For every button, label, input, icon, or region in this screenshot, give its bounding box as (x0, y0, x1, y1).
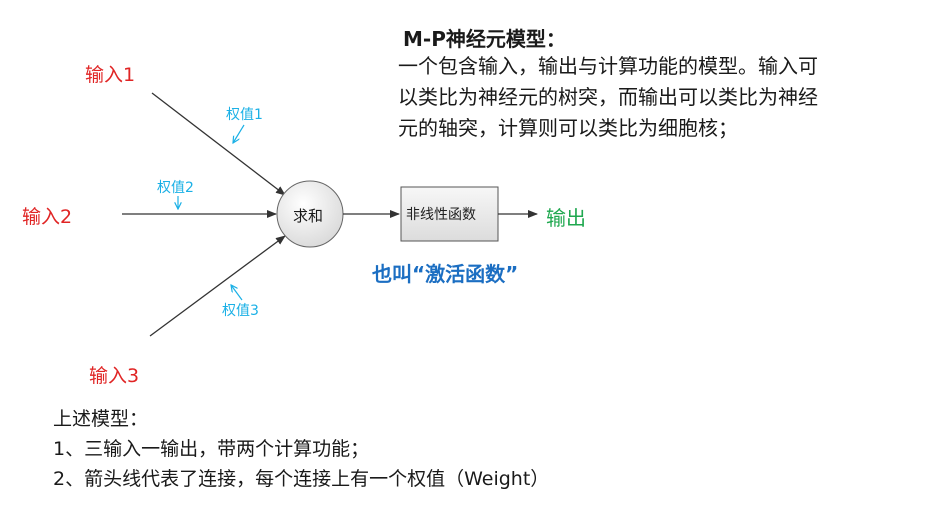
weight1-pointer (233, 124, 245, 143)
weight-3-label: 权值3 (222, 303, 259, 319)
description-line-3: 元的轴突，计算则可以类比为细胞核； (398, 116, 738, 140)
input-2-label: 输入2 (22, 206, 73, 228)
input-1-label: 输入1 (85, 64, 136, 86)
activation-alias: 也叫“激活函数” (372, 262, 519, 286)
weight-1-label: 权值1 (226, 107, 263, 123)
weight3-pointer (231, 285, 243, 301)
activation-box-label: 非线性函数 (406, 207, 476, 223)
description-line-2: 以类比为神经元的树突，而输出可以类比为神经 (398, 85, 818, 109)
weight-2-label: 权值2 (157, 180, 194, 196)
description-line-1: 一个包含输入，输出与计算功能的模型。输入可 (398, 54, 818, 78)
notes-title: 上述模型： (53, 408, 149, 430)
input3-arrow (149, 235, 286, 337)
model-title: M-P神经元模型： (403, 27, 566, 51)
notes-item-2: 2、箭头线代表了连接，每个连接上有一个权值（Weight） (53, 468, 550, 490)
sum-node-label: 求和 (293, 207, 324, 225)
output-label: 输出 (546, 206, 586, 230)
notes-item-1: 1、三输入一输出，带两个计算功能； (53, 438, 370, 460)
input-3-label: 输入3 (89, 365, 140, 387)
input1-arrow (151, 92, 286, 196)
